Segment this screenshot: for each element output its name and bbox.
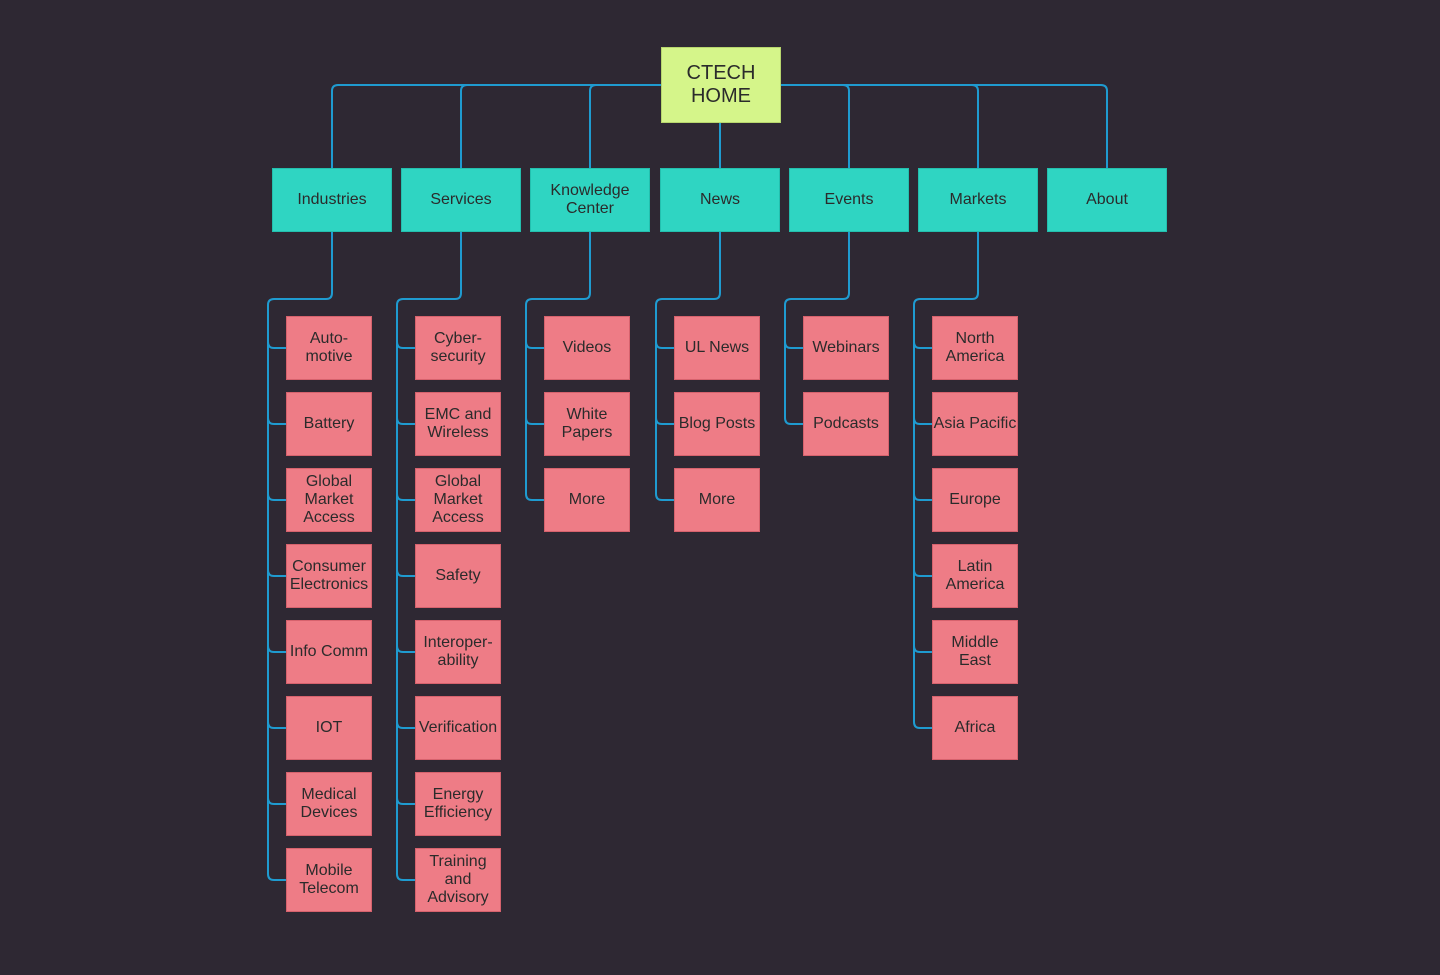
connector-services-child-5 [396,721,415,729]
connector-root-about [721,84,1108,168]
page-node-industries-5: IOT [286,696,372,760]
page-node-industries-4: Info Comm [286,620,372,684]
page-node-services-5: Verification [415,696,501,760]
connector-markets-child-0 [913,341,932,349]
page-node-events-0: Webinars [803,316,889,380]
connector-events-child-0 [784,341,803,349]
page-node-services-3: Safety [415,544,501,608]
section-node-events: Events [789,168,909,232]
connector-markets-child-3 [913,569,932,577]
section-node-knowledge-center: Knowledge Center [530,168,650,232]
connector-knowledge-center-child-0 [525,341,544,349]
page-node-industries-3: Consumer Electronics [286,544,372,608]
connector-markets-child-1 [913,417,932,425]
connector-rail-industries [267,232,333,881]
connector-industries-child-4 [267,645,286,653]
section-node-industries: Industries [272,168,392,232]
connector-knowledge-center-child-1 [525,417,544,425]
page-node-services-2: Global Market Access [415,468,501,532]
connector-markets-child-2 [913,493,932,501]
connector-rail-events [784,232,850,425]
connector-rail-markets [913,232,979,729]
connector-rail-news [655,232,721,501]
connector-services-child-1 [396,417,415,425]
connector-news-child-0 [655,341,674,349]
page-node-news-1: Blog Posts [674,392,760,456]
connector-services-child-2 [396,493,415,501]
connector-root-industries [331,84,721,168]
connector-services-child-6 [396,797,415,805]
connector-news-child-1 [655,417,674,425]
page-node-services-7: Training and Advisory [415,848,501,912]
page-node-industries-7: Mobile Telecom [286,848,372,912]
page-node-industries-2: Global Market Access [286,468,372,532]
connector-markets-child-4 [913,645,932,653]
page-node-markets-0: North America [932,316,1018,380]
page-node-markets-2: Europe [932,468,1018,532]
page-node-markets-3: Latin America [932,544,1018,608]
connector-industries-child-2 [267,493,286,501]
connector-industries-child-0 [267,341,286,349]
connector-industries-child-6 [267,797,286,805]
page-node-news-2: More [674,468,760,532]
connector-rail-services [396,232,462,881]
connector-services-child-3 [396,569,415,577]
page-node-services-4: Interoper- ability [415,620,501,684]
section-node-markets: Markets [918,168,1038,232]
page-node-events-1: Podcasts [803,392,889,456]
section-node-about: About [1047,168,1167,232]
page-node-services-0: Cyber- security [415,316,501,380]
page-node-markets-5: Africa [932,696,1018,760]
connector-rail-knowledge-center [525,232,591,501]
page-node-industries-1: Battery [286,392,372,456]
page-node-news-0: UL News [674,316,760,380]
section-node-news: News [660,168,780,232]
section-node-services: Services [401,168,521,232]
page-node-markets-4: Middle East [932,620,1018,684]
connector-services-child-4 [396,645,415,653]
connector-services-child-0 [396,341,415,349]
page-node-knowledge-center-1: White Papers [544,392,630,456]
connector-industries-child-3 [267,569,286,577]
connector-industries-child-1 [267,417,286,425]
page-node-knowledge-center-0: Videos [544,316,630,380]
page-node-industries-0: Auto- motive [286,316,372,380]
page-node-services-6: Energy Efficiency [415,772,501,836]
page-node-markets-1: Asia Pacific [932,392,1018,456]
connector-industries-child-5 [267,721,286,729]
page-node-knowledge-center-2: More [544,468,630,532]
page-node-services-1: EMC and Wireless [415,392,501,456]
root-node-ctech-home: CTECH HOME [661,47,781,123]
page-node-industries-6: Medical Devices [286,772,372,836]
